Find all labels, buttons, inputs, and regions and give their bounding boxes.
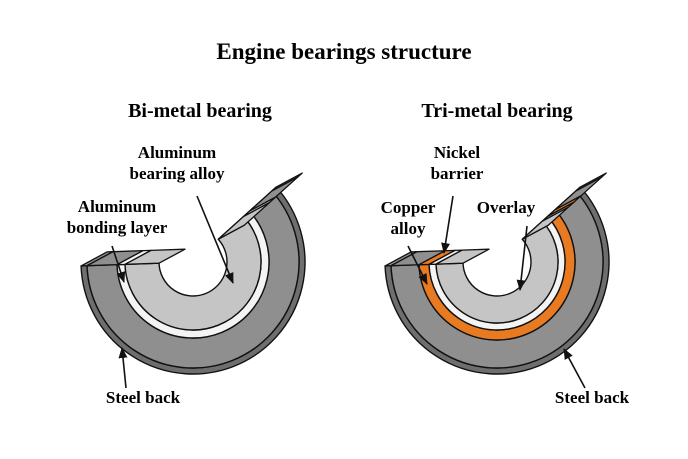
bimetal-bearing [80,172,306,375]
arrow-steel-back-right [563,348,586,389]
label-steel-back-left: Steel back [105,388,181,407]
trimetal-right-end-overlay-layer-strip [521,206,569,240]
bimetal-left-end-aluminum-bearing-alloy-strip [124,248,186,266]
subtitle-bimetal: Bi-metal bearing [128,100,272,122]
bearing-shapes [80,172,610,375]
arrow-copper-alloy [407,245,428,285]
arrow-aluminum-bonding-layer [111,245,126,283]
label-steel-back-right: Steel back [554,388,630,407]
arrow-nickel-barrier [441,195,454,254]
label-nickel-barrier: Nickel barrier [430,143,484,183]
arrow-steel-back-left [118,347,128,389]
label-aluminum-bearing-alloy: Aluminum bearing alloy [129,143,225,183]
subtitle-trimetal: Tri-metal bearing [421,100,573,122]
label-overlay: Overlay [476,198,536,217]
trimetal-left-end-overlay-layer-strip [435,248,490,265]
trimetal-bearing [384,172,610,375]
arrow-aluminum-bearing-alloy [196,195,234,284]
trimetal-overlay-layer-band [435,220,559,324]
label-aluminum-bonding-layer: Aluminum bonding layer [66,197,168,237]
page-title: Engine bearings structure [216,39,472,64]
arrow-overlay [516,225,528,291]
label-copper-alloy: Copper alloy [380,198,436,238]
bimetal-aluminum-bearing-alloy-band [124,215,262,331]
bimetal-right-end-aluminum-bearing-alloy-strip [217,201,271,240]
pointer-arrows [111,195,586,389]
